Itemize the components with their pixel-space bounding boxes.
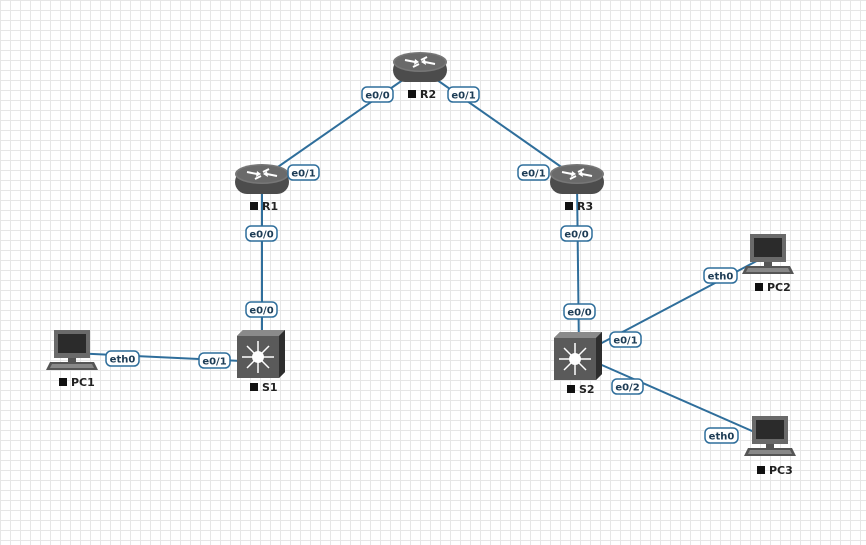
pc-icon bbox=[46, 330, 98, 370]
r2-status-marker bbox=[408, 90, 416, 98]
r1-status-marker bbox=[250, 202, 258, 210]
switch-icon bbox=[237, 330, 285, 378]
node-label-s2: S2 bbox=[579, 383, 595, 396]
s1-status-marker bbox=[250, 383, 258, 391]
pc3-status-marker bbox=[757, 466, 765, 474]
port-label-r1-e0-1[interactable]: e0/1 bbox=[287, 164, 320, 181]
port-label-r2-e0-1[interactable]: e0/1 bbox=[447, 86, 480, 103]
s2-status-marker bbox=[567, 385, 575, 393]
node-s1[interactable] bbox=[237, 330, 285, 378]
router-icon bbox=[235, 164, 289, 194]
link-r3-s2[interactable] bbox=[576, 181, 580, 353]
pc2-status-marker bbox=[755, 283, 763, 291]
node-label-pc3: PC3 bbox=[769, 464, 793, 477]
node-pc2[interactable] bbox=[742, 234, 794, 274]
port-label-pc1-eth0[interactable]: eth0 bbox=[105, 350, 140, 367]
port-label-pc3-eth0[interactable]: eth0 bbox=[704, 427, 739, 444]
node-label-r1: R1 bbox=[262, 200, 278, 213]
link-r1-r2[interactable] bbox=[261, 67, 421, 179]
svg-text:e0/1: e0/1 bbox=[451, 91, 475, 102]
svg-text:e0/0: e0/0 bbox=[249, 230, 273, 241]
svg-text:e0/1: e0/1 bbox=[291, 169, 315, 180]
node-r2[interactable] bbox=[393, 52, 447, 82]
node-label-s1: S1 bbox=[262, 381, 278, 394]
pc-icon bbox=[744, 416, 796, 456]
switch-icon bbox=[554, 332, 602, 380]
svg-text:e0/1: e0/1 bbox=[521, 169, 545, 180]
link-pc1-s1[interactable] bbox=[71, 352, 263, 363]
node-r1[interactable] bbox=[235, 164, 289, 194]
node-r3[interactable] bbox=[550, 164, 604, 194]
port-label-pc2-eth0[interactable]: eth0 bbox=[703, 267, 738, 284]
pc-icon bbox=[742, 234, 794, 274]
node-label-r2: R2 bbox=[420, 88, 436, 101]
port-label-r1-e0-0[interactable]: e0/0 bbox=[245, 225, 278, 242]
port-label-s2-e0-0[interactable]: e0/0 bbox=[563, 303, 596, 320]
node-pc3[interactable] bbox=[744, 416, 796, 456]
router-icon bbox=[550, 164, 604, 194]
svg-text:eth0: eth0 bbox=[110, 355, 136, 366]
svg-text:e0/2: e0/2 bbox=[615, 383, 639, 394]
svg-text:e0/0: e0/0 bbox=[567, 308, 591, 319]
svg-text:e0/0: e0/0 bbox=[564, 230, 588, 241]
links bbox=[71, 67, 769, 439]
node-label-pc1: PC1 bbox=[71, 376, 95, 389]
node-label-r3: R3 bbox=[577, 200, 593, 213]
link-s2-pc2[interactable] bbox=[578, 254, 769, 356]
svg-text:eth0: eth0 bbox=[709, 432, 735, 443]
port-label-s1-e0-0[interactable]: e0/0 bbox=[245, 301, 278, 318]
port-label-s1-e0-1[interactable]: e0/1 bbox=[198, 352, 231, 369]
port-label-s2-e0-1[interactable]: e0/1 bbox=[609, 331, 642, 348]
svg-text:eth0: eth0 bbox=[708, 272, 734, 283]
node-label-pc2: PC2 bbox=[767, 281, 791, 294]
svg-text:e0/1: e0/1 bbox=[613, 336, 637, 347]
port-label-r3-e0-0[interactable]: e0/0 bbox=[560, 225, 593, 242]
port-labels: e0/0 e0/1 e0/1 e0/1 e0/0 e0/0 e0/0 e0/0 bbox=[105, 86, 739, 444]
link-s2-pc3[interactable] bbox=[578, 354, 769, 439]
r3-status-marker bbox=[565, 202, 573, 210]
pc1-status-marker bbox=[59, 378, 67, 386]
node-pc1[interactable] bbox=[46, 330, 98, 370]
svg-text:e0/1: e0/1 bbox=[202, 357, 226, 368]
svg-text:e0/0: e0/0 bbox=[249, 306, 273, 317]
svg-text:e0/0: e0/0 bbox=[365, 91, 389, 102]
port-label-r2-e0-0[interactable]: e0/0 bbox=[361, 86, 394, 103]
port-label-s2-e0-2[interactable]: e0/2 bbox=[611, 378, 644, 395]
router-icon bbox=[393, 52, 447, 82]
link-r2-r3[interactable] bbox=[419, 67, 578, 179]
node-s2[interactable] bbox=[554, 332, 602, 380]
port-label-r3-e0-1[interactable]: e0/1 bbox=[517, 164, 550, 181]
